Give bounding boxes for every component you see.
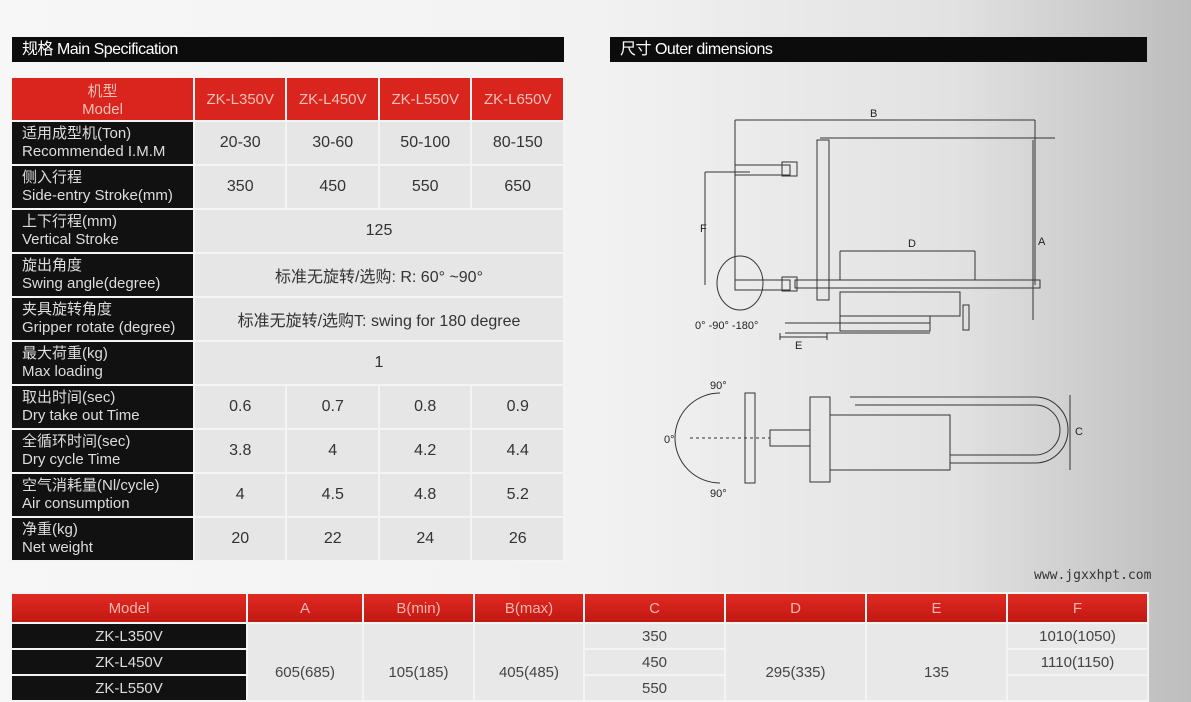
spec-label: 适用成型机(Ton)Recommended I.M.M: [10, 120, 195, 166]
dim-header-cell: A: [246, 592, 364, 624]
dim-header-cell: Model: [10, 592, 248, 624]
spec-value: 0.9: [470, 384, 565, 430]
spec-label: 上下行程(mm)Vertical Stroke: [10, 208, 195, 254]
spec-value: 350: [192, 164, 288, 210]
main-spec-title: 规格 Main Specification: [12, 37, 564, 62]
model-cell: ZK-L450V: [10, 648, 248, 676]
spec-label: 最大荷重(kg)Max loading: [10, 340, 195, 386]
spec-value: 4: [192, 472, 288, 518]
c-cell: 550: [583, 674, 726, 702]
c-cell: 450: [583, 648, 726, 676]
spec-value: 26: [470, 516, 565, 562]
spec-value: 1: [193, 340, 565, 386]
model-cell: ZK-L550V: [10, 674, 248, 702]
spec-value: 0.6: [192, 384, 288, 430]
spec-value: 4.4: [470, 428, 565, 474]
spec-value: 22: [285, 516, 380, 562]
spec-value: 20-30: [192, 120, 288, 166]
model-col: ZK-L350V: [192, 76, 288, 122]
table-row: ZK-L350V 605(685) 105(185) 405(485) 350 …: [10, 622, 1149, 702]
table-row: ZK-L450V 450 1110(1150): [10, 648, 1149, 676]
f-cell: 1010(1050): [1006, 622, 1149, 650]
spec-label: 空气消耗量(Nl/cycle)Air consumption: [10, 472, 195, 518]
angle-90-top: 90°: [710, 380, 727, 392]
watermark: www.jgxxhpt.com: [1034, 568, 1152, 583]
spec-value: 4.8: [377, 472, 473, 518]
e-cell: 135: [865, 622, 1008, 702]
spec-value: 0.8: [377, 384, 473, 430]
spec-label: 净重(kg)Net weight: [10, 516, 195, 562]
spec-value: 3.8: [192, 428, 288, 474]
bmin-cell: 105(185): [362, 622, 475, 702]
top-view-diagram: C 90° 90° 0°: [664, 380, 1083, 500]
spec-value: 标准无旋转/选购: R: 60° ~90°: [193, 252, 565, 298]
dim-label-f: F: [700, 223, 707, 235]
spec-value: 30-60: [285, 120, 380, 166]
f-cell: [1006, 674, 1149, 702]
spec-value: 24: [377, 516, 473, 562]
model-col: ZK-L550V: [377, 76, 473, 122]
side-view-diagram: B A D F E 0° -90° -180°: [695, 108, 1055, 350]
c-cell: 350: [583, 622, 726, 650]
dim-label-c: C: [1075, 426, 1083, 438]
a-cell: 605(685): [246, 622, 364, 702]
spec-label: 取出时间(sec)Dry take out Time: [10, 384, 195, 430]
outer-dimensions-title: 尺寸 Outer dimensions: [610, 37, 1147, 62]
angle-90-bottom: 90°: [710, 488, 727, 500]
spec-value: 0.7: [285, 384, 380, 430]
spec-value: 650: [470, 164, 565, 210]
dim-label-d: D: [908, 238, 916, 250]
dim-header-cell: F: [1006, 592, 1149, 624]
model-col: ZK-L650V: [470, 76, 565, 122]
spec-value: 5.2: [470, 472, 565, 518]
angle-0: 0°: [664, 434, 675, 446]
angle-labels: 0° -90° -180°: [695, 320, 758, 332]
spec-value: 20: [192, 516, 288, 562]
spec-value: 标准无旋转/选购T: swing for 180 degree: [193, 296, 565, 342]
d-cell: 295(335): [724, 622, 867, 702]
spec-value: 4.5: [285, 472, 380, 518]
dim-header-cell: D: [724, 592, 867, 624]
model-col: ZK-L450V: [285, 76, 380, 122]
dim-header-cell: E: [865, 592, 1008, 624]
spec-value: 125: [193, 208, 565, 254]
f-cell: 1110(1150): [1006, 648, 1149, 676]
dim-header-cell: C: [583, 592, 726, 624]
dim-header-cell: B(max): [473, 592, 585, 624]
spec-value: 450: [285, 164, 380, 210]
spec-value: 50-100: [377, 120, 473, 166]
spec-label: 全循环时间(sec)Dry cycle Time: [10, 428, 195, 474]
spec-value: 80-150: [470, 120, 565, 166]
model-cell: ZK-L350V: [10, 622, 248, 650]
dim-header-cell: B(min): [362, 592, 475, 624]
bmax-cell: 405(485): [473, 622, 585, 702]
spec-value: 4: [285, 428, 380, 474]
dim-label-b: B: [870, 108, 877, 120]
dim-label-e: E: [795, 340, 802, 350]
spec-value: 4.2: [377, 428, 473, 474]
spec-value: 550: [377, 164, 473, 210]
dim-label-a: A: [1038, 236, 1046, 248]
